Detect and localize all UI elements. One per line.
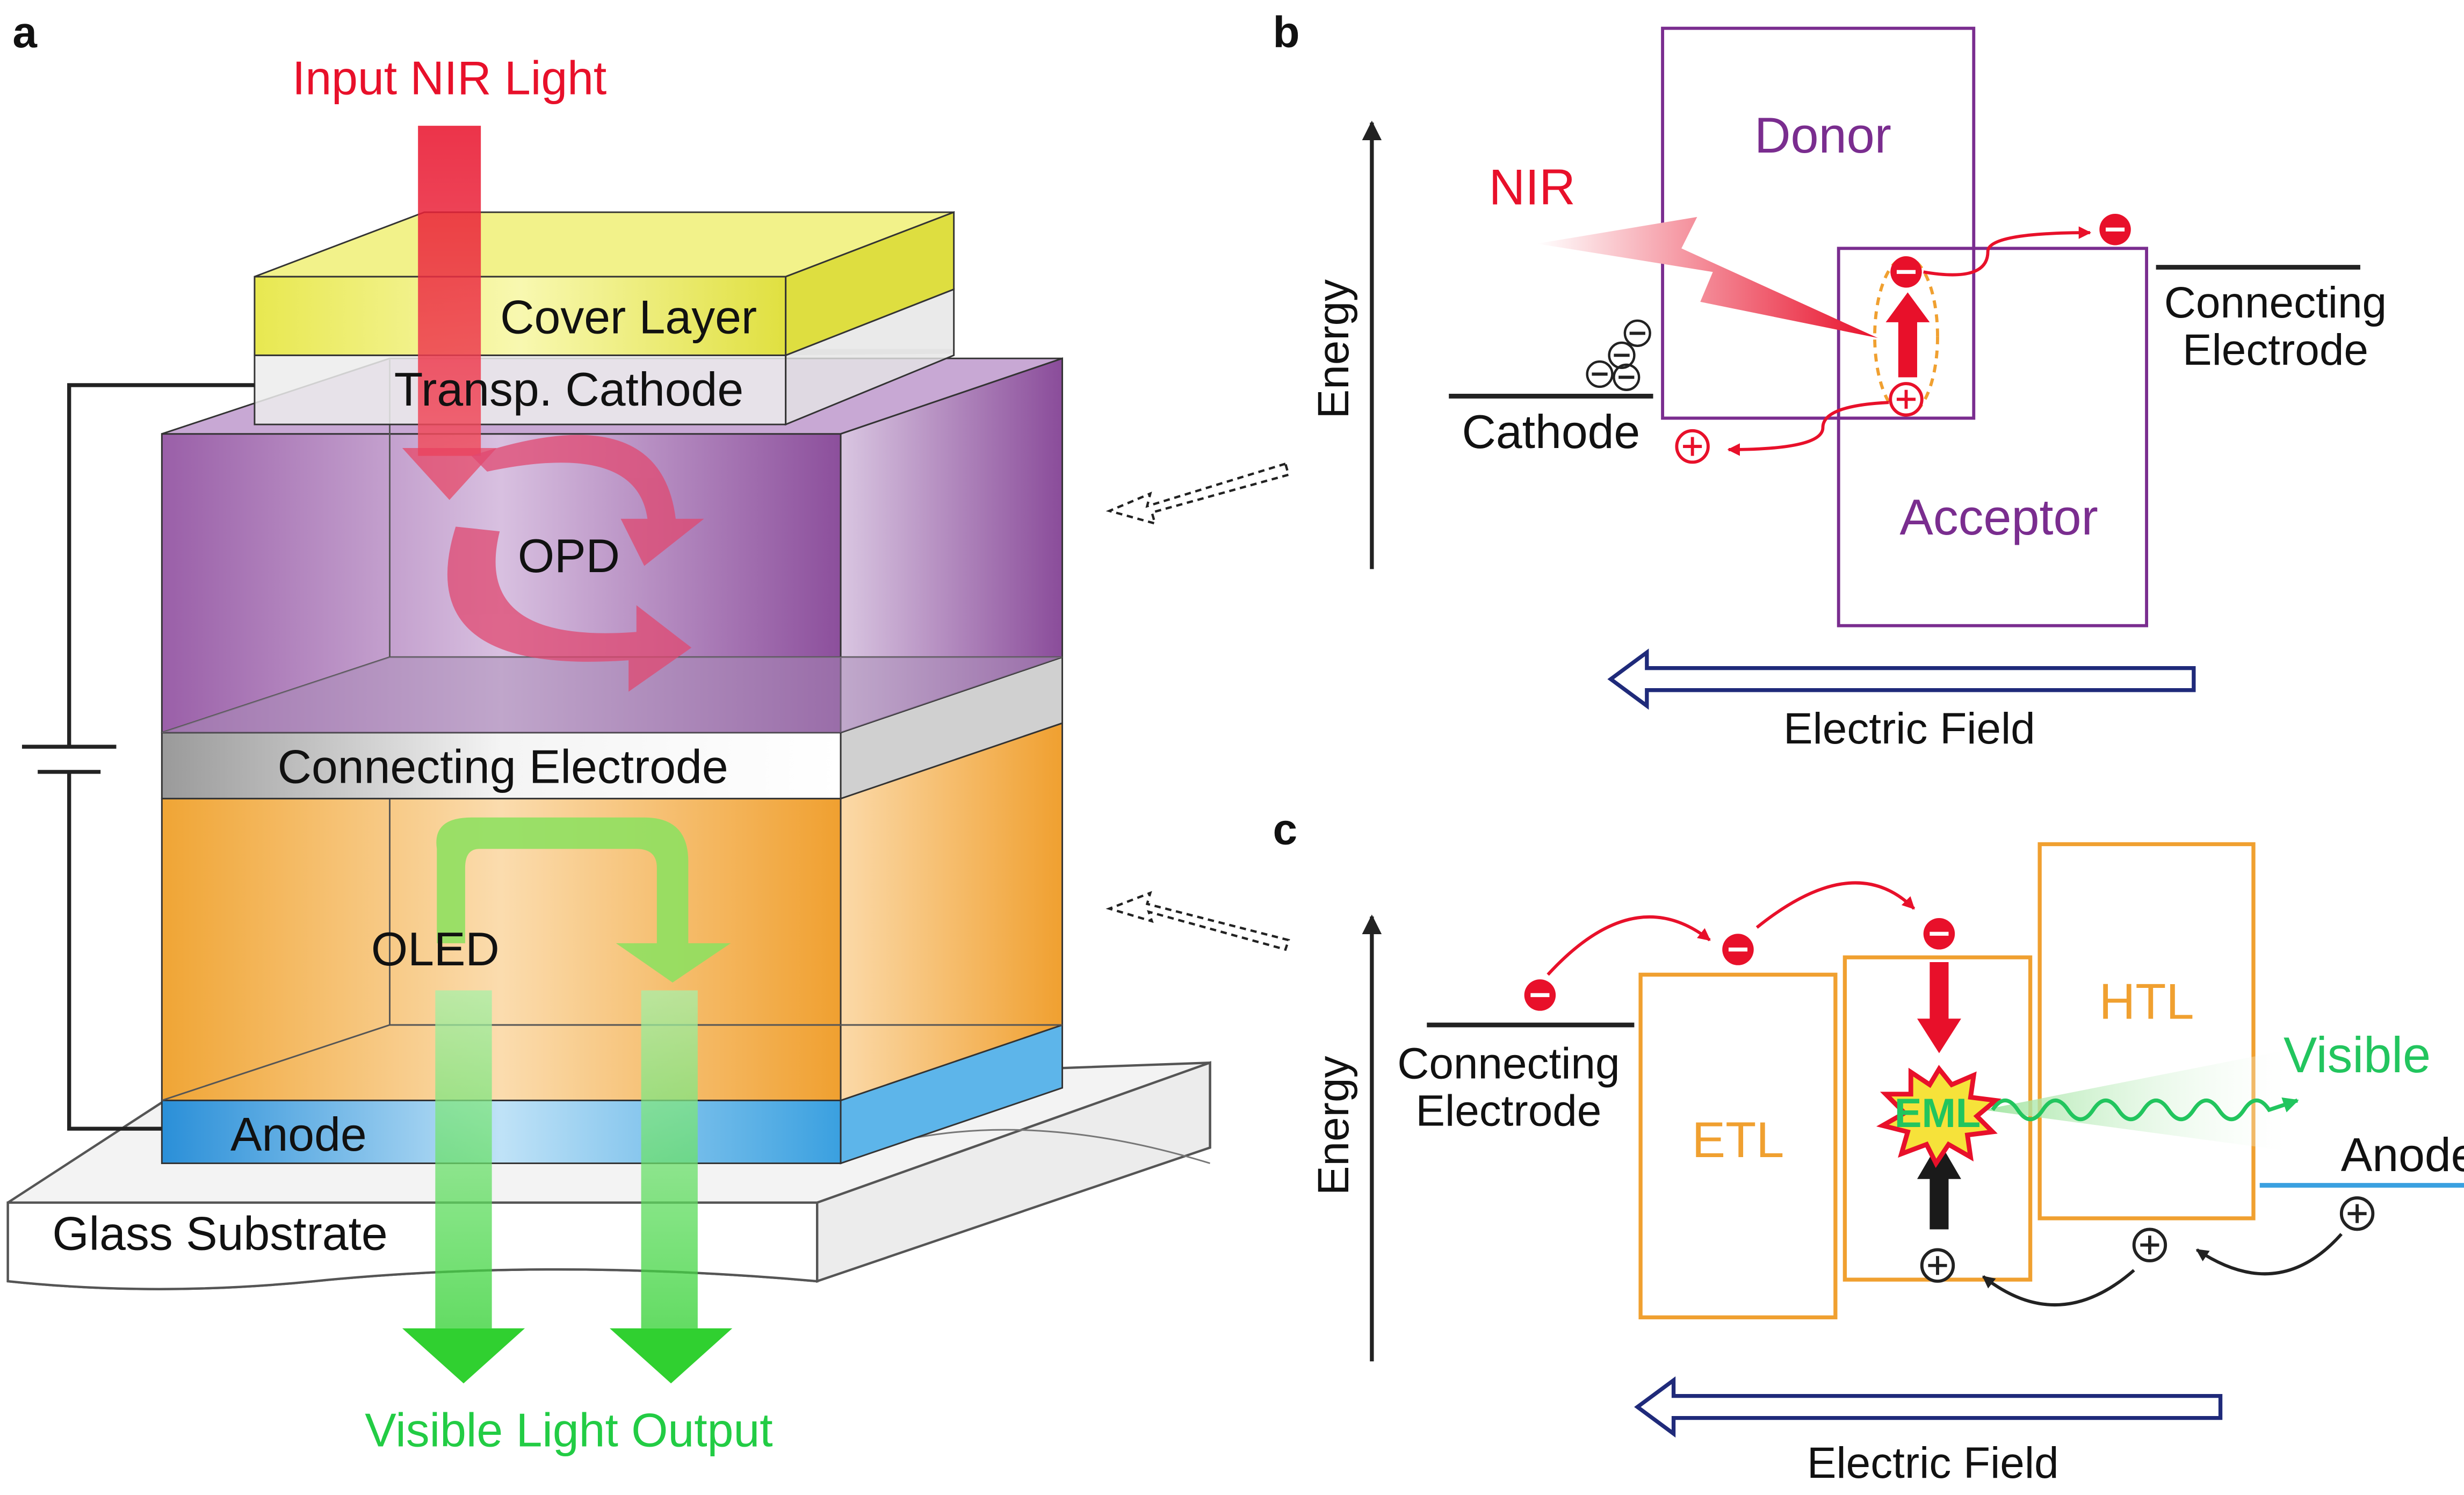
hole-up-arrow <box>1917 1141 1961 1230</box>
visible-label: Visible <box>2284 1027 2431 1083</box>
htl-box <box>2037 842 2256 1220</box>
htl-label: HTL <box>2099 973 2194 1029</box>
electric-field-label-b: Electric Field <box>1783 704 2035 753</box>
electron-b2 <box>2099 213 2131 245</box>
panel-letter-c: c <box>1273 805 1298 854</box>
oled-flow-arrow <box>436 817 731 983</box>
energy-label-c: Energy <box>1309 1056 1358 1195</box>
electron-c3 <box>1923 918 1955 950</box>
electric-field-arrow-c <box>1634 1376 2223 1438</box>
emission-burst <box>1876 1065 2001 1168</box>
anode-label-c: Anode <box>2341 1129 2464 1181</box>
anode-label: Anode <box>230 1108 367 1161</box>
panel-letter-b: b <box>1273 8 1300 57</box>
electron-path-b <box>1923 226 2092 277</box>
hole-c2 <box>2132 1227 2167 1262</box>
panel-letter-a: a <box>12 8 38 57</box>
etl-label: ETL <box>1692 1111 1784 1168</box>
electric-field-label-c: Electric Field <box>1807 1439 2059 1487</box>
donor-label: Donor <box>1754 107 1891 163</box>
hole-b2 <box>1675 429 1710 464</box>
connecting-electrode-label-c2: Electrode <box>1415 1086 1601 1135</box>
panel-b: b Energy Donor Acceptor NIR Cathode Conn… <box>1273 8 2387 753</box>
hole-hop-2 <box>1982 1269 2135 1306</box>
visible-output-beams <box>402 990 733 1384</box>
cathode-label: Cathode <box>1462 406 1640 458</box>
transp-cathode-label: Transp. Cathode <box>394 363 743 416</box>
electron-hop-1 <box>1547 915 1711 976</box>
emission-cone <box>1983 1050 2287 1151</box>
nir-label: NIR <box>1489 158 1576 215</box>
electron-down-arrow <box>1917 962 1961 1053</box>
eml-label: EML <box>1895 1090 1981 1136</box>
acceptor-label: Acceptor <box>1899 489 2098 545</box>
electron-c2 <box>1722 934 1754 965</box>
cover-layer-label: Cover Layer <box>500 291 757 343</box>
hole-b1 <box>1889 382 1924 417</box>
connecting-electrode-layer <box>161 656 1064 800</box>
hole-c1 <box>1920 1248 1955 1283</box>
exciton-arrow <box>1885 292 1930 378</box>
panel-c: c Energy Connecting Electrode ETL HTL An… <box>1273 805 2464 1487</box>
electric-field-arrow-b <box>1607 648 2196 710</box>
oled-label: OLED <box>371 923 500 976</box>
hole-hop-1 <box>2195 1233 2343 1276</box>
connecting-electrode-label-b1: Connecting <box>2164 278 2387 327</box>
opd-cycle-arrow <box>447 435 704 692</box>
connecting-electrode-label-c1: Connecting <box>1397 1039 1620 1088</box>
acceptor-box <box>1837 247 2148 627</box>
connecting-electrode-label-b2: Electrode <box>2183 326 2368 374</box>
glass-substrate-label: Glass Substrate <box>52 1207 387 1260</box>
panel-a: a <box>6 8 1211 1456</box>
hole-path-b <box>1727 401 1889 456</box>
donor-box <box>1661 26 1976 420</box>
pointer-arrow-c <box>1105 891 1290 951</box>
hole-c3 <box>2339 1196 2375 1231</box>
visible-photon-wave <box>1991 1097 2299 1122</box>
electron-b1 <box>1890 256 1922 288</box>
cathode-electrons <box>1586 319 1651 391</box>
bias-circuit <box>21 383 255 1131</box>
connecting-electrode-label: Connecting Electrode <box>278 740 728 793</box>
electron-c1 <box>1524 979 1556 1011</box>
energy-label-b: Energy <box>1309 279 1358 419</box>
nir-input-beam <box>402 126 497 500</box>
etl-box <box>1638 972 1838 1319</box>
visible-light-output-label: Visible Light Output <box>365 1404 772 1456</box>
opd-label: OPD <box>518 530 620 582</box>
nir-bolt <box>1537 216 1878 338</box>
input-nir-light-label: Input NIR Light <box>292 52 606 105</box>
pointer-arrow-b <box>1105 462 1290 525</box>
electron-hop-2 <box>1755 881 1916 929</box>
